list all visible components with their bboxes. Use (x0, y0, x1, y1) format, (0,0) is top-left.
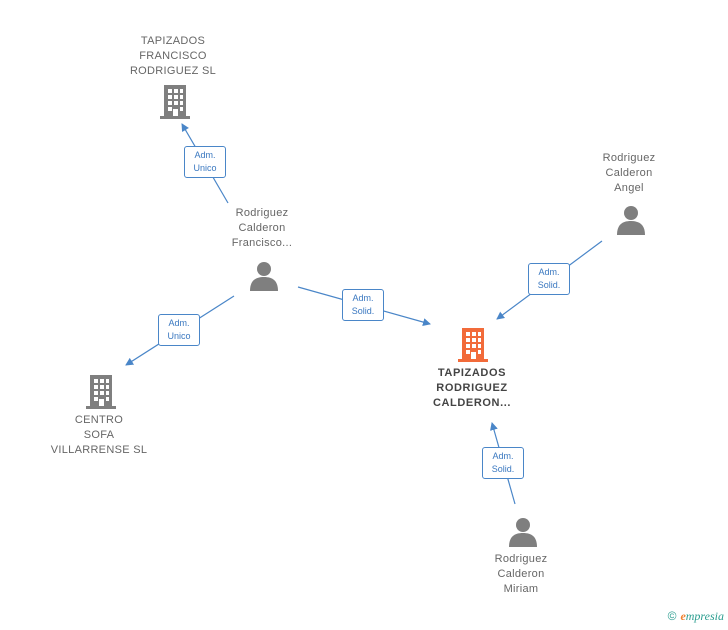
label-line: FRANCISCO (139, 50, 207, 62)
building-icon[interactable] (86, 375, 116, 409)
label-line: CENTRO (74, 414, 124, 426)
label-line: Rodriguez (602, 152, 656, 164)
person-icon[interactable] (617, 206, 645, 235)
label-line: SOFA (83, 429, 115, 441)
edge-label-line: Adm. (538, 267, 560, 277)
building-icon[interactable] (160, 85, 190, 119)
edge-label-line: Adm. (194, 150, 216, 160)
brand-logo: ©empresia (668, 609, 724, 624)
edge-label-line: Solid. (491, 464, 515, 474)
brand-initial: e (680, 609, 686, 623)
label-line: RODRIGUEZ SL (129, 65, 217, 77)
edge-label-adm-solid[interactable]: Adm. Solid. (342, 289, 384, 321)
label-line: Angel (614, 182, 644, 194)
edge-label-line: Adm. (492, 451, 514, 461)
edge-label-line: Unico (167, 331, 191, 341)
person-icon[interactable] (250, 262, 278, 291)
node-label-rodriguez-calderon-miriam[interactable]: Rodriguez Calderon Miriam (471, 552, 571, 597)
node-label-rodriguez-calderon-francisco[interactable]: Rodriguez Calderon Francisco... (212, 206, 312, 251)
label-line: Miriam (503, 583, 539, 595)
edge-label-line: Solid. (537, 280, 561, 290)
label-line: VILLARRENSE SL (50, 444, 148, 456)
label-line: Calderon (497, 568, 545, 580)
label-line: Francisco... (231, 237, 293, 249)
node-label-tapizados-francisco[interactable]: TAPIZADOS FRANCISCO RODRIGUEZ SL (113, 34, 233, 79)
label-line: Calderon (605, 167, 653, 179)
copyright-symbol: © (667, 609, 677, 623)
label-line: TAPIZADOS (140, 35, 206, 47)
label-line: Rodriguez (494, 553, 548, 565)
brand-name: mpresia (685, 609, 724, 623)
edge-label-adm-unico[interactable]: Adm. Unico (158, 314, 200, 346)
edge-label-adm-solid[interactable]: Adm. Solid. (482, 447, 524, 479)
node-label-main-company[interactable]: TAPIZADOS RODRIGUEZ CALDERON... (412, 366, 532, 411)
edge-label-adm-solid[interactable]: Adm. Solid. (528, 263, 570, 295)
label-line: Calderon (238, 222, 286, 234)
edge-label-adm-unico[interactable]: Adm. Unico (184, 146, 226, 178)
edge-label-line: Unico (193, 163, 217, 173)
label-line: Rodriguez (235, 207, 289, 219)
label-line: CALDERON... (432, 397, 512, 409)
edge-label-line: Adm. (352, 293, 374, 303)
building-icon-main[interactable] (458, 328, 488, 362)
label-line: RODRIGUEZ (436, 382, 508, 394)
person-icon[interactable] (509, 518, 537, 547)
node-label-centro-sofa[interactable]: CENTRO SOFA VILLARRENSE SL (39, 413, 159, 458)
edge-label-line: Adm. (168, 318, 190, 328)
node-label-rodriguez-calderon-angel[interactable]: Rodriguez Calderon Angel (579, 151, 679, 196)
label-line: TAPIZADOS (437, 367, 507, 379)
edge-label-line: Solid. (351, 306, 375, 316)
